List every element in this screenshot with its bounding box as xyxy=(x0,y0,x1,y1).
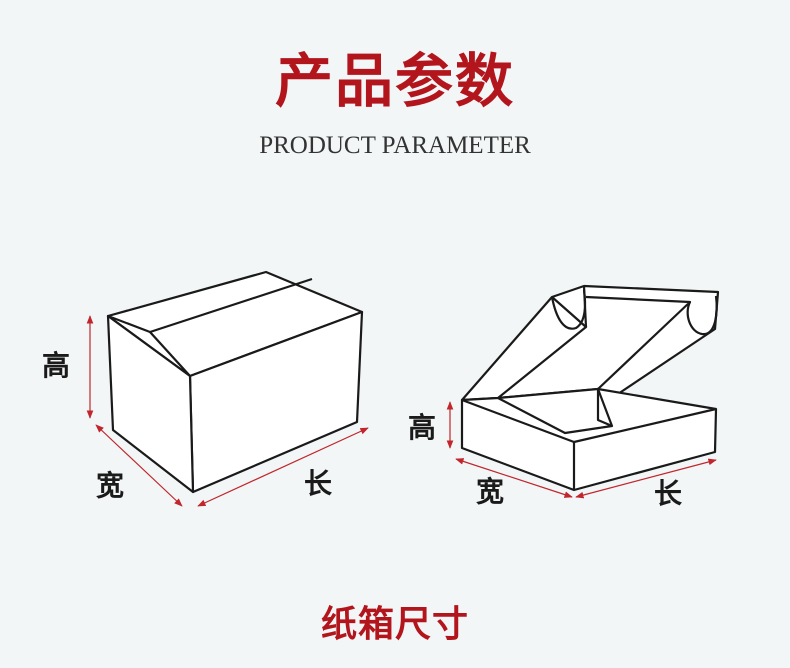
left-length-label: 长 xyxy=(304,467,333,500)
closed-carton-illustration xyxy=(106,270,364,494)
carton-size-caption: 纸箱尺寸 xyxy=(320,603,469,645)
right-height-label: 高 xyxy=(408,411,437,444)
right-length-label: 长 xyxy=(654,477,683,510)
left-length-arrow xyxy=(197,427,369,507)
right-width-arrow xyxy=(455,458,573,498)
left-width-arrow xyxy=(95,424,183,507)
left-width-label: 宽 xyxy=(96,469,125,502)
page-title: 产品参数 xyxy=(274,47,515,115)
page-subtitle: PRODUCT PARAMETER xyxy=(259,132,531,159)
right-width-label: 宽 xyxy=(476,475,505,508)
left-height-label: 高 xyxy=(42,349,71,382)
right-length-arrow xyxy=(575,458,717,499)
open-mailer-box-illustration xyxy=(460,284,720,492)
